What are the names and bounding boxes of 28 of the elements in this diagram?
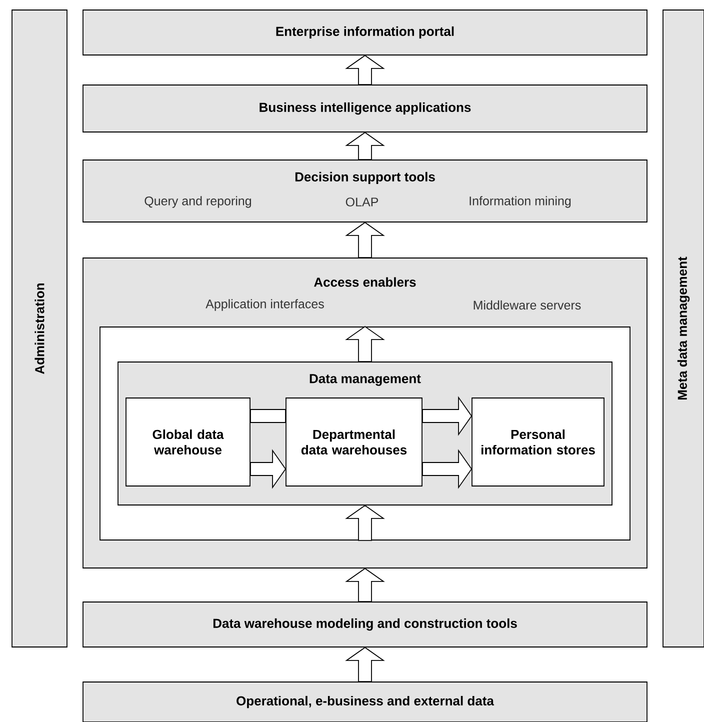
item-text: Middleware servers [474, 300, 581, 310]
layer-box: Enterprise information portal [82, 10, 648, 56]
warehouse-box: Departmental data warehouses [286, 398, 422, 486]
block-arrow [345, 646, 385, 682]
block-arrow [345, 568, 385, 602]
block-arrow [345, 132, 385, 160]
layer-box: Business intelligence applications [82, 84, 648, 132]
box-heading: Decision support tools [295, 172, 435, 184]
side-panel: Administration [12, 10, 68, 648]
layer-box: Data warehouse modeling and construction tools [82, 602, 648, 648]
box-heading: Access enablers [314, 277, 416, 287]
item-text: OLAP [346, 198, 378, 206]
block-arrow [345, 54, 385, 85]
block-arrow [345, 222, 385, 258]
warehouse-box: Personal information stores [472, 398, 604, 486]
block-arrow [422, 396, 472, 436]
item-text: Application interfaces [206, 299, 324, 311]
block-arrow [250, 449, 286, 489]
side-panel: Meta data management [662, 10, 704, 648]
block-arrow [422, 449, 472, 489]
layer-box: Operational, e-business and external data [82, 682, 648, 722]
connector-bar [250, 409, 286, 423]
warehouse-box: Global data warehouse [126, 398, 250, 486]
block-arrow [345, 504, 385, 541]
box-heading: Data management [310, 374, 421, 386]
item-text: Information mining [470, 196, 571, 208]
item-text: Query and reporing [144, 196, 252, 208]
block-arrow [345, 326, 385, 362]
